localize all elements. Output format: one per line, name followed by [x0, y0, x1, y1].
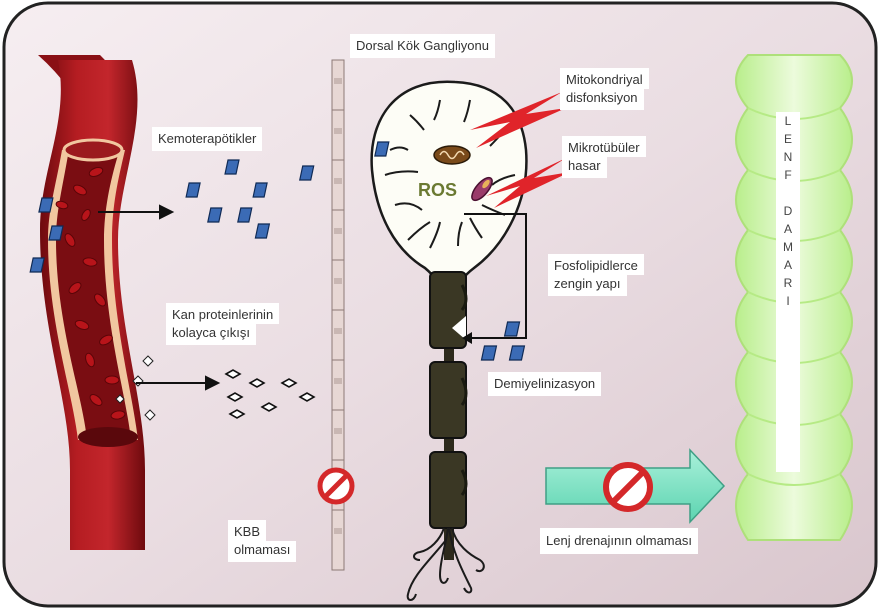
no-sign-drainage-icon [606, 465, 650, 509]
mito-label-line2: disfonksiyon [560, 89, 644, 110]
phospholipid-label-line2: zengin yapı [548, 275, 627, 296]
lymph-letter: A [784, 256, 792, 274]
lymph-letter: L [785, 112, 792, 130]
drug-particle [49, 226, 63, 240]
myelin-segment [430, 362, 466, 438]
lymph-letter: R [784, 274, 793, 292]
blood-proteins-label-line1: Kan proteinlerinin [166, 303, 279, 324]
lymph-letter: F [784, 166, 791, 184]
phospholipid-label-line1: Fosfolipidlerce [548, 254, 644, 275]
lymph-letter: D [784, 202, 793, 220]
myelin-segment [430, 272, 466, 348]
lymph-vessel-label: L E N F D A M A R I [776, 112, 800, 472]
bnb-label-line1: KBB [228, 520, 266, 541]
microtubule-label-line1: Mikrotübüler [562, 136, 646, 157]
lymph-letter: M [783, 238, 793, 256]
lymph-drainage-label: Lenj drenajının olmaması [540, 528, 698, 554]
lymph-letter: A [784, 220, 792, 238]
microtubule-label-line2: hasar [562, 157, 607, 178]
blood-proteins-label-line2: kolayca çıkışı [166, 324, 256, 345]
drug-particle [39, 198, 53, 212]
chemo-label: Kemoterapötikler [152, 127, 262, 151]
lymph-letter: I [786, 292, 789, 310]
ros-label: ROS [418, 180, 457, 201]
lymph-letter: N [784, 148, 793, 166]
demyelination-label: Demiyelinizasyon [488, 372, 601, 396]
mitochondrion-icon [434, 146, 470, 164]
drug-particle-cell [375, 142, 389, 156]
drug-particle [30, 258, 44, 272]
ganglion-title: Dorsal Kök Gangliyonu [350, 34, 495, 58]
bnb-label-line2: olmaması [228, 541, 296, 562]
myelin-segment [430, 452, 466, 528]
no-sign-barrier-icon [320, 470, 352, 502]
mito-label-line1: Mitokondriyal [560, 68, 649, 89]
lymph-letter: E [784, 130, 792, 148]
